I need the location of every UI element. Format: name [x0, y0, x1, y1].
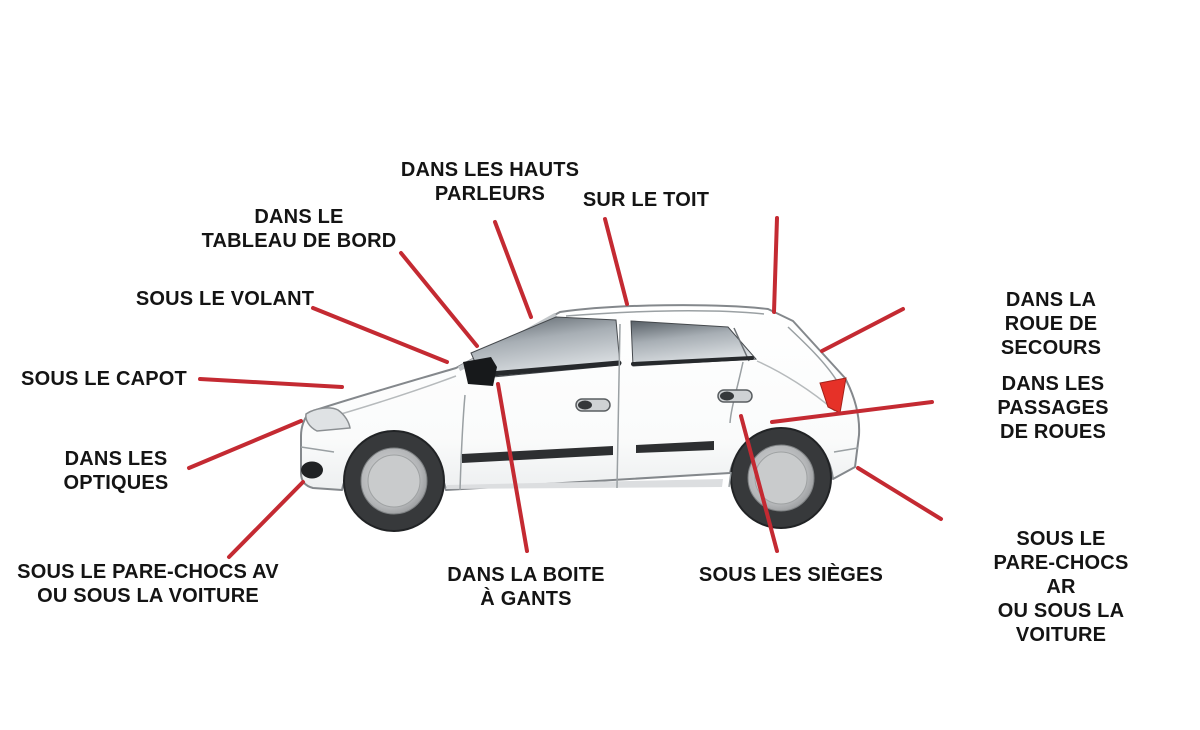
rear-door-handle — [717, 389, 753, 403]
leader-line-sous-les-sieges — [739, 414, 779, 553]
leader-line-pare-chocs-av — [227, 480, 305, 559]
rear-wheel — [730, 427, 832, 529]
roof-drip-rail — [565, 310, 765, 317]
label-dans-les-hauts-parleurs: DANS LES HAUTS PARLEURS — [400, 159, 580, 205]
front-wheel — [343, 430, 445, 532]
side-mirror — [463, 357, 497, 386]
label-dans-les-optiques: DANS LES OPTIQUES — [63, 448, 169, 494]
label-sous-le-pare-chocs-av: SOUS LE PARE-CHOCS AV OU SOUS LA VOITURE — [17, 561, 279, 607]
label-sous-le-pare-chocs-ar: SOUS LE PARE-CHOCS AR OU SOUS LA VOITURE — [993, 528, 1129, 646]
front-belt-trim — [476, 360, 622, 378]
hatch-inner-line — [787, 326, 838, 382]
rear-door-molding — [636, 441, 714, 453]
rear-door-glass — [630, 320, 758, 367]
label-dans-le-tableau-de-bord: DANS LE TABLEAU DE BORD — [201, 206, 397, 252]
rear-bumper-seam — [833, 447, 859, 453]
front-door-seam — [459, 394, 466, 491]
label-sous-le-volant: SOUS LE VOLANT — [135, 288, 315, 310]
label-sous-les-sieges: SOUS LES SIÈGES — [698, 564, 884, 586]
label-dans-la-boite-a-gants: DANS LA BOITE À GANTS — [447, 564, 605, 610]
leader-line-passages-de-roues — [770, 400, 934, 424]
leader-lines — [187, 216, 943, 559]
leader-line-sous-le-volant — [311, 306, 449, 364]
rear-belt-trim — [631, 356, 754, 366]
label-sous-le-capot: SOUS LE CAPOT — [21, 368, 187, 390]
front-bumper-seam — [300, 446, 335, 453]
label-sur-le-toit: SUR LE TOIT — [582, 189, 710, 211]
leader-line-optiques — [187, 419, 303, 470]
leader-line-boite-a-gants — [496, 382, 529, 553]
leader-line-tableau-de-bord — [399, 251, 479, 348]
front-hub — [367, 454, 421, 508]
leader-line-hauts-parleurs — [493, 220, 533, 319]
headlight — [305, 407, 351, 432]
label-dans-la-roue-de-secours: DANS LA ROUE DE SECOURS — [1000, 289, 1102, 359]
leader-line-sur-le-toit-rear — [772, 216, 779, 314]
front-door-handle — [575, 398, 611, 412]
rear-door-seam-lower — [728, 471, 732, 488]
leader-line-sur-le-toit-front — [603, 217, 629, 306]
front-door-molding — [462, 446, 613, 463]
label-dans-les-passages-de-roues: DANS LES PASSAGES DE ROUES — [997, 373, 1109, 443]
fog-light — [301, 461, 323, 479]
leader-line-pare-chocs-ar — [856, 466, 943, 521]
rear-hub — [754, 451, 808, 505]
leader-line-roue-de-secours — [820, 307, 905, 353]
leader-line-sous-le-capot — [198, 377, 344, 389]
mid-door-seam — [616, 323, 621, 489]
quarter-window-divider — [733, 327, 750, 362]
car-illustration — [300, 304, 861, 532]
